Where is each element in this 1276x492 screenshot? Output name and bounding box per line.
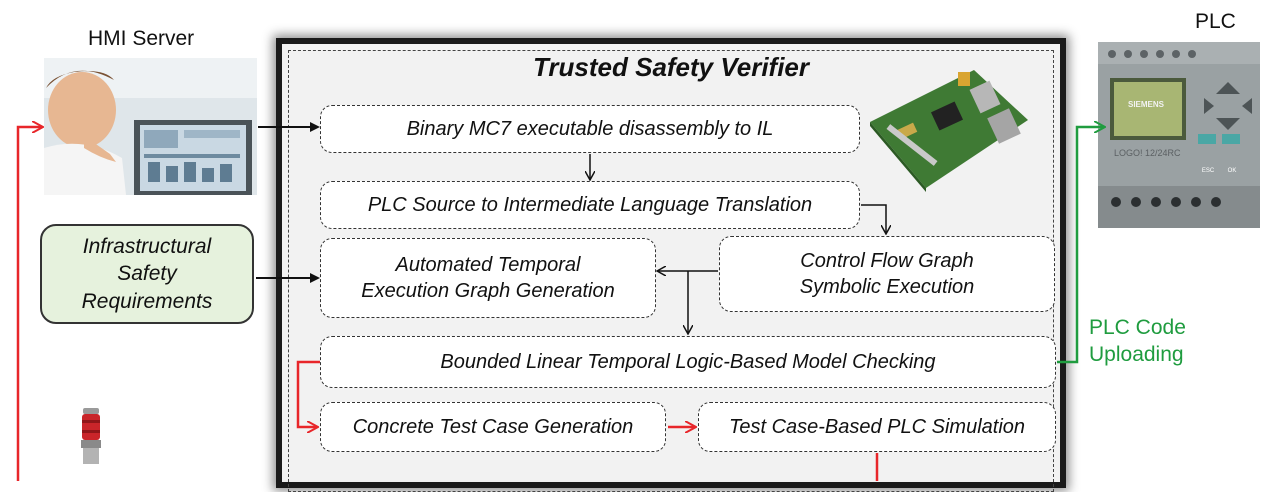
requirements-line-3: Requirements — [81, 289, 213, 313]
alarm-beacon-icon — [79, 408, 103, 468]
step-translation-text: PLC Source to Intermediate Language Tran… — [367, 194, 813, 216]
plc-brand: SIEMENS — [1128, 100, 1165, 109]
plc-ok-key: OK — [1227, 168, 1237, 174]
safety-requirements-box: Infrastructural Safety Requirements — [40, 224, 254, 324]
plc-code-uploading-label: PLC Code Uploading — [1089, 314, 1186, 369]
plc-model: LOGO! 12/24RC — [1114, 148, 1181, 158]
step-temporal-graph-line-1: Automated Temporal — [395, 254, 581, 276]
step-test-case-generation: Concrete Test Case Generation — [320, 402, 666, 452]
step-control-flow-line-1: Control Flow Graph — [800, 250, 974, 272]
requirements-line-2: Safety — [117, 262, 177, 286]
step-disassembly: Binary MC7 executable disassembly to IL — [320, 105, 860, 153]
step-temporal-graph-line-2: Execution Graph Generation — [361, 280, 615, 302]
upload-line-2: Uploading — [1089, 343, 1184, 367]
step-disassembly-text: Binary MC7 executable disassembly to IL — [406, 118, 774, 140]
step-test-case-generation-text: Concrete Test Case Generation — [352, 416, 634, 438]
requirements-line-1: Infrastructural — [82, 235, 212, 259]
step-model-checking-text: Bounded Linear Temporal Logic-Based Mode… — [440, 351, 936, 373]
step-plc-simulation: Test Case-Based PLC Simulation — [698, 402, 1056, 452]
plc-label: PLC — [1195, 10, 1236, 33]
verifier-title: Trusted Safety Verifier — [533, 52, 809, 82]
step-translation: PLC Source to Intermediate Language Tran… — [320, 181, 860, 229]
upload-line-1: PLC Code — [1089, 316, 1186, 339]
raspberry-pi-board — [862, 62, 1032, 192]
hmi-server-label: HMI Server — [88, 27, 195, 50]
step-control-flow-line-2: Symbolic Execution — [799, 276, 975, 298]
step-plc-simulation-text: Test Case-Based PLC Simulation — [728, 416, 1026, 438]
step-model-checking: Bounded Linear Temporal Logic-Based Mode… — [320, 336, 1056, 388]
arrow-red-feedback-to-hmi — [16, 127, 42, 481]
hmi-operator-image — [44, 58, 257, 195]
plc-device: SIEMENS LOGO! 12/24RC ESC OK — [1096, 36, 1262, 230]
step-temporal-graph: Automated Temporal Execution Graph Gener… — [320, 238, 656, 318]
step-control-flow: Control Flow Graph Symbolic Execution — [719, 236, 1055, 312]
plc-esc-key: ESC — [1201, 168, 1215, 174]
